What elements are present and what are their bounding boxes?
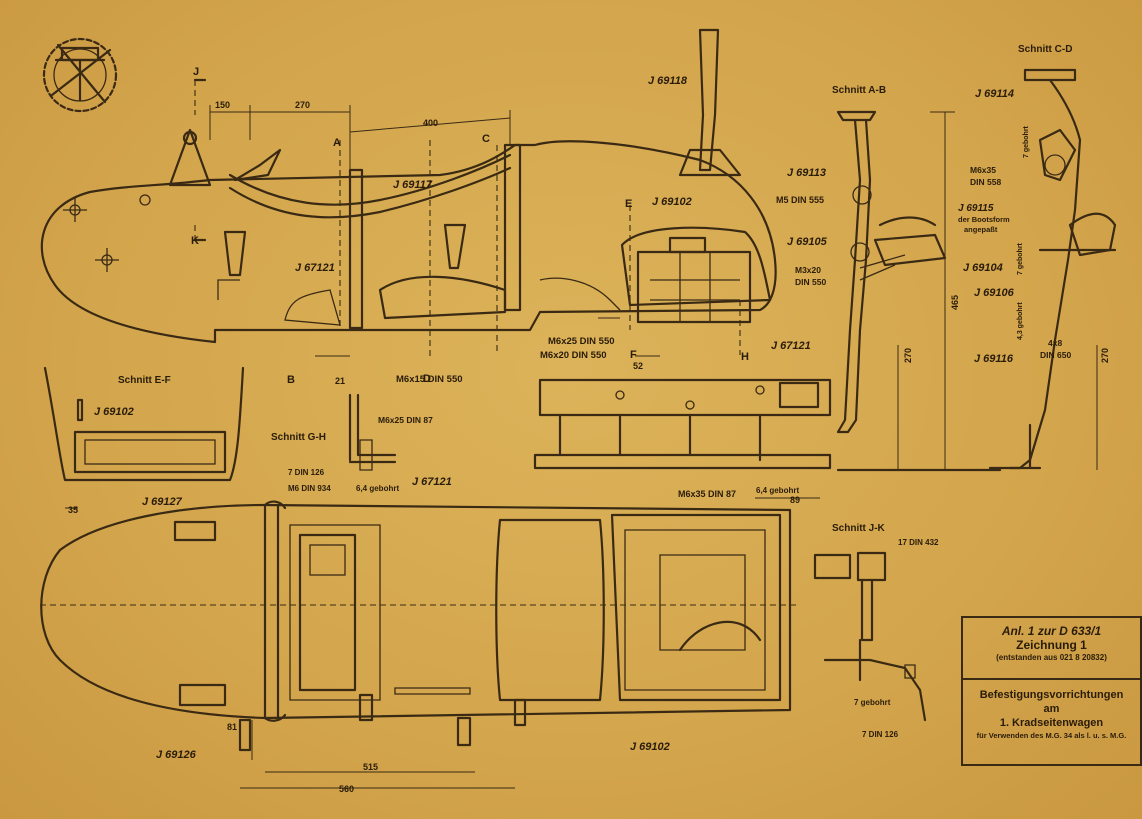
cut-letter: C <box>482 133 490 145</box>
section-c-d-view <box>988 68 1117 470</box>
cut-letter: H <box>741 351 749 363</box>
dimension-label: 35 <box>68 505 78 515</box>
part-label: J 69114 <box>975 88 1014 100</box>
cut-letter: D <box>423 373 431 385</box>
dimension-label: 89 <box>790 495 800 505</box>
dimension-label: 465 <box>950 295 960 310</box>
drawing-title-am: am <box>1043 703 1060 715</box>
fastener-label: 7 gebohrt <box>1017 242 1024 275</box>
dimension-label: 21 <box>335 376 345 386</box>
cut-letter: K <box>191 235 199 247</box>
part-label: J 69105 <box>787 236 828 248</box>
fastener-label: M6x20 DIN 550 <box>540 350 607 361</box>
dimension-label: 81 <box>227 722 237 732</box>
drawing-title: Befestigungsvorrichtungen <box>979 689 1124 701</box>
fastener-label: 4,3 gebohrt <box>1017 302 1024 340</box>
fastener-label: M3x20 <box>795 265 821 275</box>
fastener-label: 6,4 gebohrt <box>756 486 799 495</box>
part-label: J 69116 <box>974 353 1014 365</box>
fastener-label: der Bootsform <box>958 215 1010 224</box>
dimension-label: 270 <box>1100 348 1110 363</box>
part-label: J 69102 <box>652 196 692 208</box>
part-label: J 69102 <box>94 406 134 418</box>
section-e-f-view <box>43 366 245 482</box>
sidecar-side-view <box>40 28 777 344</box>
part-label: J 69118 <box>648 75 688 87</box>
fastener-label: 7 gebohrt <box>854 698 891 707</box>
fastener-label: DIN 558 <box>970 177 1001 187</box>
fastener-label: M6x25 DIN 550 <box>548 336 615 347</box>
fastener-label: angepaßt <box>964 225 998 234</box>
section-a-b-view <box>836 110 1002 472</box>
dimension-label: 560 <box>339 784 354 794</box>
fastener-label: M5 DIN 555 <box>776 195 824 205</box>
cut-letter: J <box>193 66 199 78</box>
section-ef-title: Schnitt E-F <box>118 375 171 386</box>
part-label: J 69126 <box>156 749 197 761</box>
dimension-label: 52 <box>633 361 643 371</box>
part-label: J 67121 <box>412 476 452 488</box>
sidecar-top-view <box>40 500 800 752</box>
dimension-label: 515 <box>363 762 378 772</box>
drawing-number: Zeichnung 1 <box>1016 638 1087 652</box>
part-label: J 69127 <box>142 496 183 508</box>
dimension-label: 400 <box>423 118 438 128</box>
section-g-h-view <box>348 393 397 471</box>
cut-markers <box>193 78 741 360</box>
section-jk-title: Schnitt J-K <box>832 523 886 534</box>
part-label: J 67121 <box>771 340 811 352</box>
drawing-usage: für Verwenden des M.G. 34 als l. u. s. M… <box>976 731 1127 740</box>
fastener-label: M6x25 DIN 87 <box>378 415 433 425</box>
cut-letter: B <box>287 374 295 386</box>
title-block-description: Befestigungsvorrichtungen am 1. Kradseit… <box>963 680 1140 741</box>
drawing-origin: (entstanden aus 021 8 20832) <box>996 653 1107 662</box>
part-label: J 69117 <box>393 179 433 191</box>
fastener-label: M6x35 <box>970 165 996 175</box>
drawing-subject: 1. Kradseitenwagen <box>999 717 1104 729</box>
part-label: J 69104 <box>963 262 1003 274</box>
part-label: J 69115 <box>958 203 994 214</box>
rail-side-view <box>533 378 832 470</box>
part-label: J 67121 <box>295 262 335 274</box>
gear-logo-icon <box>42 37 118 113</box>
part-label: J 69113 <box>787 167 826 179</box>
part-label: J 69102 <box>630 741 670 753</box>
section-gh-title: Schnitt G-H <box>271 432 326 443</box>
title-block-header: Anl. 1 zur D 633/1 Zeichnung 1 (entstand… <box>963 618 1140 680</box>
part-label: J 69106 <box>974 287 1015 299</box>
dimension-label: 270 <box>295 100 310 110</box>
fastener-label: 7 DIN 126 <box>862 730 899 739</box>
fastener-label: 7 gebohrt <box>1023 125 1030 158</box>
cut-letter: F <box>630 349 637 361</box>
fastener-label: M6x15 DIN 550 <box>396 374 463 385</box>
fastener-label: 6,4 gebohrt <box>356 484 399 493</box>
fastener-label: DIN 650 <box>1040 350 1071 360</box>
fastener-label: M6 DIN 934 <box>288 484 331 493</box>
fastener-label: M6x35 DIN 87 <box>678 489 736 499</box>
dimension-label: 150 <box>215 100 230 110</box>
fastener-label: 4x8 <box>1048 338 1062 348</box>
cut-letter: E <box>625 198 632 210</box>
cut-letter: A <box>333 137 341 149</box>
fastener-label: 17 DIN 432 <box>898 538 939 547</box>
section-ab-title: Schnitt A-B <box>832 85 886 96</box>
section-cd-title: Schnitt C-D <box>1018 44 1072 55</box>
drawing-reference: Anl. 1 zur D 633/1 <box>1001 624 1102 638</box>
dimension-label: 270 <box>903 348 913 363</box>
title-block: Anl. 1 zur D 633/1 Zeichnung 1 (entstand… <box>961 616 1142 766</box>
section-j-k-view <box>813 551 927 722</box>
fastener-label: DIN 550 <box>795 277 826 287</box>
fastener-label: 7 DIN 126 <box>288 468 325 477</box>
